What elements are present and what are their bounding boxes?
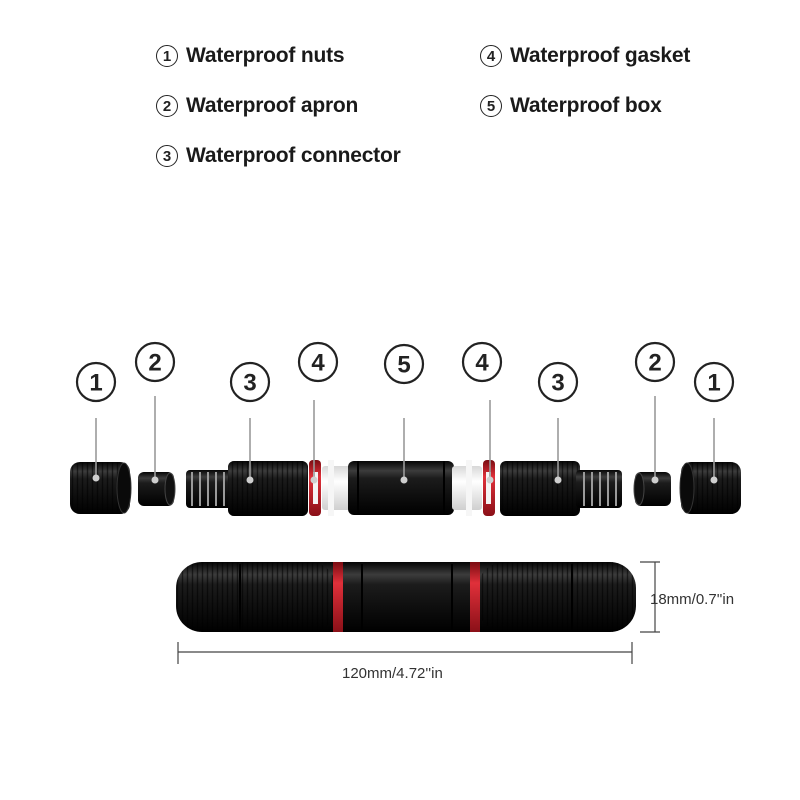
exploded-parts <box>70 460 741 516</box>
callouts <box>95 396 715 480</box>
assembled-gasket-left <box>333 562 343 632</box>
right-waterproof-nut <box>679 462 741 514</box>
right-waterproof-apron <box>633 472 671 506</box>
legend-number: 5 <box>480 95 502 117</box>
callout-dots <box>92 474 718 484</box>
legend-label: Waterproof box <box>510 94 662 117</box>
legend-label: Waterproof connector <box>186 144 401 167</box>
length-dimension <box>177 642 633 664</box>
left-waterproof-connector <box>186 461 308 516</box>
legend-item-waterproof-box: 5 Waterproof box <box>480 94 662 118</box>
callout-number: 4 <box>311 350 325 377</box>
diameter-dimension <box>640 561 660 633</box>
assembled-gasket-right <box>470 562 480 632</box>
left-waterproof-gasket <box>309 460 321 516</box>
callout-number: 3 <box>243 370 256 397</box>
legend-item-waterproof-apron: 2 Waterproof apron <box>156 94 358 118</box>
callout-number: 3 <box>551 370 564 397</box>
legend-number: 2 <box>156 95 178 117</box>
left-waterproof-apron <box>138 472 176 506</box>
callout-circles <box>75 341 735 403</box>
right-waterproof-gasket <box>483 460 495 516</box>
assembled-connector <box>176 562 636 632</box>
waterproof-box <box>322 460 482 516</box>
left-waterproof-nut <box>70 462 132 514</box>
legend-number: 1 <box>156 45 178 67</box>
callout-number: 2 <box>648 350 661 377</box>
callout-number: 5 <box>397 352 410 379</box>
right-waterproof-connector <box>500 461 622 516</box>
legend-item-waterproof-nuts: 1 Waterproof nuts <box>156 44 345 68</box>
legend-label: Waterproof gasket <box>510 44 691 67</box>
legend-item-waterproof-connector: 3 Waterproof connector <box>156 144 401 168</box>
length-label: 120mm/4.72''in <box>342 665 443 682</box>
legend-item-waterproof-gasket: 4 Waterproof gasket <box>480 44 690 68</box>
callout-number: 1 <box>707 370 720 397</box>
callout-numbers: 1 2 3 4 5 4 3 2 1 <box>89 350 720 397</box>
callout-number: 1 <box>89 370 102 397</box>
legend-label: Waterproof apron <box>186 94 359 117</box>
callout-number: 2 <box>148 350 161 377</box>
legend-label: Waterproof nuts <box>186 44 345 67</box>
legend-number: 4 <box>480 45 502 67</box>
callout-number: 4 <box>475 350 489 377</box>
diameter-label: 18mm/0.7''in <box>650 591 734 608</box>
legend-number: 3 <box>156 145 178 167</box>
